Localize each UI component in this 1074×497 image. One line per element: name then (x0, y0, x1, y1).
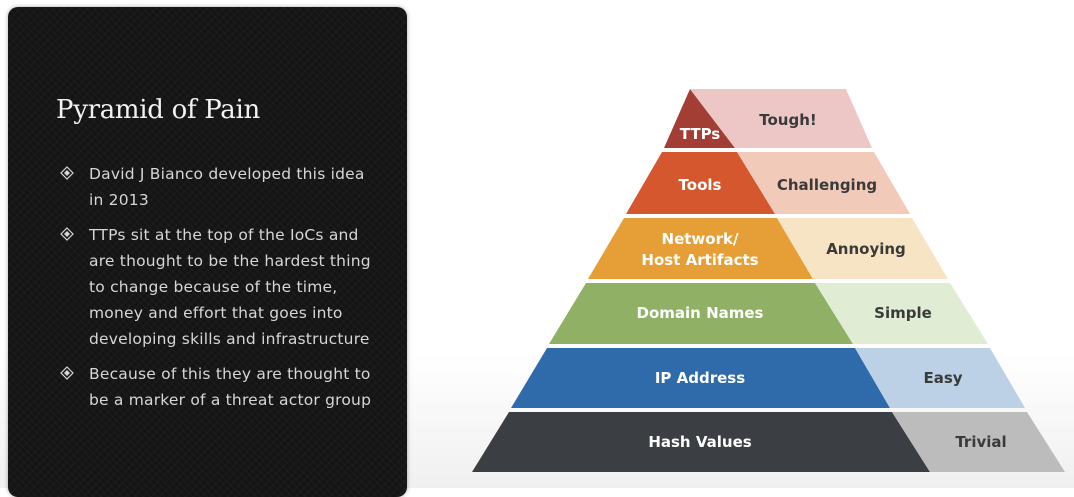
pyramid-level-domain-names (549, 283, 853, 344)
slide-panel: Pyramid of Pain David J Bianco developed… (8, 7, 407, 497)
pyramid-level-ttps (664, 89, 735, 148)
indicator-label-host-artifacts: Host Artifacts (641, 251, 758, 269)
pyramid-level-ip-address (511, 348, 890, 408)
difficulty-level-easy (855, 348, 1025, 408)
bullet-text: TTPs sit at the top of the IoCs and are … (89, 226, 371, 348)
slide-title: Pyramid of Pain (56, 95, 260, 125)
bullet-item: TTPs sit at the top of the IoCs and are … (60, 222, 380, 352)
difficulty-label-trivial: Trivial (955, 433, 1006, 451)
difficulty-label-simple: Simple (874, 304, 932, 322)
bullet-text: Because of this they are thought to be a… (89, 365, 372, 409)
pyramid-level-tools (626, 152, 775, 214)
diamond-bullet-icon (60, 227, 74, 241)
indicator-label-ip-address: IP Address (655, 369, 745, 387)
difficulty-level-tough (690, 89, 872, 148)
difficulty-label-challenging: Challenging (777, 176, 877, 194)
difficulty-level-annoying (777, 218, 948, 279)
indicator-label-hash-values: Hash Values (648, 433, 751, 451)
difficulty-label-easy: Easy (923, 369, 962, 387)
bullet-item: Because of this they are thought to be a… (60, 361, 380, 413)
difficulty-label-tough: Tough! (759, 111, 816, 129)
bullet-item: David J Bianco developed this idea in 20… (60, 161, 380, 213)
pyramid-level-network-host-artifacts (588, 218, 813, 279)
difficulty-level-challenging (737, 152, 910, 214)
difficulty-level-simple (815, 283, 988, 344)
diamond-bullet-icon (60, 366, 74, 380)
indicator-label-network: Network/ (662, 230, 739, 248)
diamond-bullet-icon (60, 166, 74, 180)
difficulty-level-trivial (892, 412, 1065, 472)
pyramid-level-hash-values (472, 412, 930, 472)
difficulty-label-annoying: Annoying (826, 240, 906, 258)
bullet-list: David J Bianco developed this idea in 20… (60, 161, 380, 422)
indicator-label-domain-names: Domain Names (637, 304, 764, 322)
indicator-label-ttps: TTPs (680, 125, 721, 143)
indicator-label-tools: Tools (679, 176, 722, 194)
bullet-text: David J Bianco developed this idea in 20… (89, 165, 365, 209)
